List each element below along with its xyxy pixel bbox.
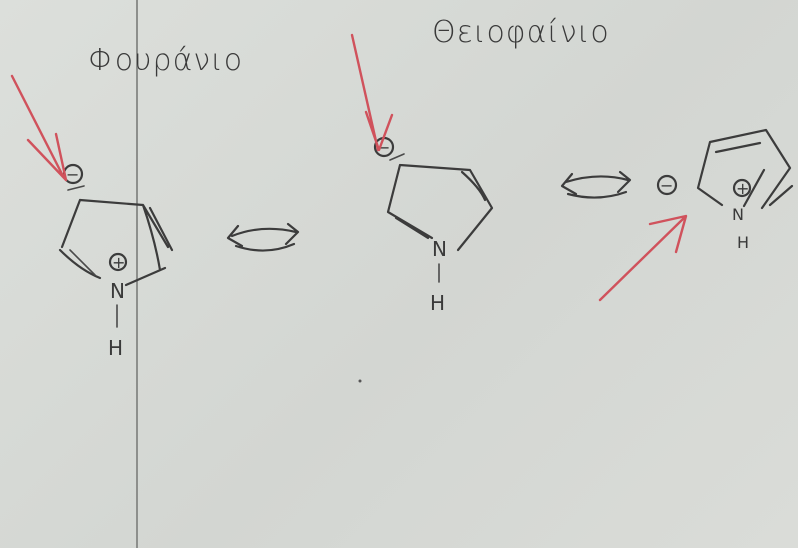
ring-1-double-bond [69, 249, 96, 276]
hydrogen-1: H [108, 336, 123, 360]
right-title: Θειοφαίνιο [432, 15, 610, 50]
carbanion-3-circle [656, 174, 678, 196]
structure-3: − + N H [598, 128, 794, 302]
hydrogen-3: H [737, 233, 749, 252]
ring-1-bonds [58, 198, 174, 287]
resonance-arrow-2 [560, 170, 632, 199]
hydrogen-2: H [430, 291, 445, 315]
left-title: Φουράνιο [88, 43, 243, 78]
nitrogen-3-charge-circle [732, 178, 752, 198]
structure-1: − + N H [10, 74, 174, 360]
carbanion-3-charge: − [660, 176, 673, 195]
nitrogen-1-charge-circle [108, 252, 128, 272]
nitrogen-2: N [432, 237, 447, 261]
carbanion-1-charge: − [66, 165, 79, 184]
lone-pair-1a [67, 185, 85, 191]
ink-dot [358, 379, 362, 383]
red-arrow-1 [10, 74, 68, 182]
nitrogen-1-charge: + [112, 253, 125, 272]
red-arrow-2 [350, 33, 394, 152]
nitrogen-1: N [110, 279, 125, 303]
ring-3-bonds [696, 128, 794, 210]
red-arrow-3 [598, 214, 688, 302]
structure-2: − N H [350, 33, 494, 315]
carbanion-2-charge: − [377, 138, 390, 157]
nitrogen-3-charge: + [736, 179, 749, 198]
nitrogen-3: N [732, 205, 744, 224]
ring-2-bonds [386, 163, 494, 252]
lone-pair-2a [389, 153, 405, 161]
resonance-arrow-1 [226, 222, 300, 252]
